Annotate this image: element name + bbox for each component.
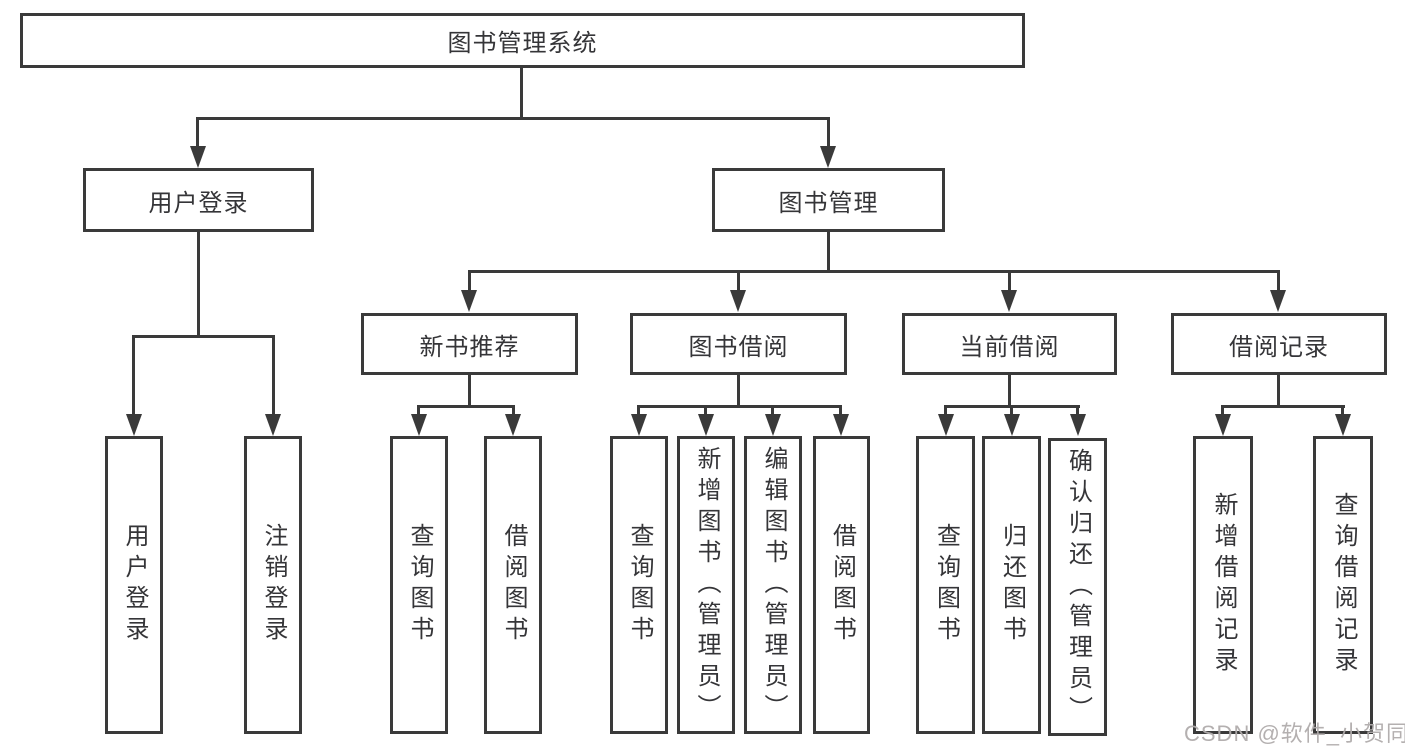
connector-line [417, 405, 420, 419]
node-label: 用户登录 [121, 523, 148, 647]
connector-line [1010, 405, 1013, 419]
leaf-query-books: 查询图书 [916, 436, 975, 734]
node-label: 注销登录 [260, 523, 287, 647]
connector-line [520, 68, 523, 118]
arrow-down-icon [1270, 290, 1286, 312]
leaf-query-books: 查询图书 [390, 436, 448, 734]
node-label: 新书推荐 [419, 333, 520, 361]
arrow-down-icon [765, 414, 781, 436]
leaf-user-login: 用户登录 [105, 436, 163, 734]
node-label: 新增图书（管理员） [693, 445, 720, 725]
connector-line [1221, 405, 1224, 419]
connector-line [737, 374, 740, 408]
node-library-management-system: 图书管理系统 [20, 13, 1025, 68]
connector-line [637, 405, 842, 408]
connector-line [704, 405, 707, 419]
leaf-add-books-admin: 新增图书（管理员） [677, 436, 735, 734]
arrow-down-icon [833, 414, 849, 436]
connector-line [132, 335, 275, 338]
arrow-down-icon [126, 414, 142, 436]
node-label: 编辑图书（管理员） [760, 445, 787, 725]
connector-line [196, 117, 830, 120]
leaf-borrow-books: 借阅图书 [813, 436, 870, 734]
connector-line [839, 405, 842, 419]
arrow-down-icon [820, 146, 836, 168]
leaf-edit-books-admin: 编辑图书（管理员） [744, 436, 802, 734]
arrow-down-icon [190, 146, 206, 168]
leaf-query-borrow-record: 查询借阅记录 [1313, 436, 1373, 734]
connector-line [1341, 405, 1344, 419]
connector-line [197, 232, 200, 338]
connector-line [468, 270, 471, 295]
node-label: 借阅图书 [828, 523, 856, 647]
connector-line [196, 117, 199, 150]
leaf-logout: 注销登录 [244, 436, 302, 734]
leaf-borrow-books: 借阅图书 [484, 436, 542, 734]
arrow-down-icon [461, 290, 477, 312]
node-user-login: 用户登录 [83, 168, 314, 232]
node-label: 借阅记录 [1229, 333, 1329, 361]
node-label: 图书管理系统 [447, 30, 598, 57]
connector-line [1008, 270, 1011, 295]
connector-line [272, 335, 275, 417]
node-label: 确认归还（管理员） [1064, 447, 1092, 727]
connector-line [1277, 270, 1280, 295]
node-label: 用户登录 [148, 189, 249, 217]
connector-line [827, 117, 830, 150]
arrow-down-icon [1335, 414, 1351, 436]
arrow-down-icon [1004, 414, 1020, 436]
connector-line [737, 270, 740, 295]
arrow-down-icon [1001, 290, 1017, 312]
arrow-down-icon [505, 414, 521, 436]
connector-line [1277, 374, 1280, 408]
connector-line [468, 270, 1280, 273]
node-label: 图书借阅 [688, 333, 789, 361]
arrow-down-icon [730, 290, 746, 312]
connector-line [417, 405, 515, 408]
node-label: 当前借阅 [959, 333, 1060, 361]
connector-line [1221, 405, 1345, 408]
node-label: 新增借阅记录 [1210, 492, 1237, 678]
node-book-borrowing: 图书借阅 [630, 313, 847, 375]
node-label: 查询图书 [932, 523, 960, 647]
node-label: 图书管理 [778, 189, 879, 217]
arrow-down-icon [1215, 414, 1231, 436]
connector-line [132, 335, 135, 417]
csdn-watermark: CSDN @软件_小贺同学 [1184, 721, 1405, 746]
leaf-confirm-return-admin: 确认归还（管理员） [1048, 438, 1107, 736]
node-current-borrowing: 当前借阅 [902, 313, 1117, 375]
arrow-down-icon [631, 414, 647, 436]
node-label: 查询借阅记录 [1330, 492, 1357, 678]
node-borrowing-records: 借阅记录 [1171, 313, 1387, 375]
connector-line [1076, 405, 1079, 419]
arrow-down-icon [938, 414, 954, 436]
node-new-book-recommendation: 新书推荐 [361, 313, 578, 375]
connector-line [944, 405, 947, 419]
arrow-down-icon [265, 414, 281, 436]
arrow-down-icon [1070, 414, 1086, 436]
node-label: 借阅图书 [500, 523, 527, 647]
connector-line [771, 405, 774, 419]
connector-line [637, 405, 640, 419]
leaf-add-borrow-record: 新增借阅记录 [1193, 436, 1253, 734]
connector-line [1008, 374, 1011, 408]
leaf-query-books: 查询图书 [610, 436, 668, 734]
arrow-down-icon [698, 414, 714, 436]
node-book-management: 图书管理 [712, 168, 945, 232]
arrow-down-icon [411, 414, 427, 436]
node-label: 查询图书 [406, 523, 433, 647]
connector-line [468, 374, 471, 408]
leaf-return-books: 归还图书 [982, 436, 1041, 734]
connector-line [827, 232, 830, 272]
node-label: 查询图书 [626, 523, 653, 647]
connector-line [512, 405, 515, 419]
node-label: 归还图书 [998, 523, 1026, 647]
